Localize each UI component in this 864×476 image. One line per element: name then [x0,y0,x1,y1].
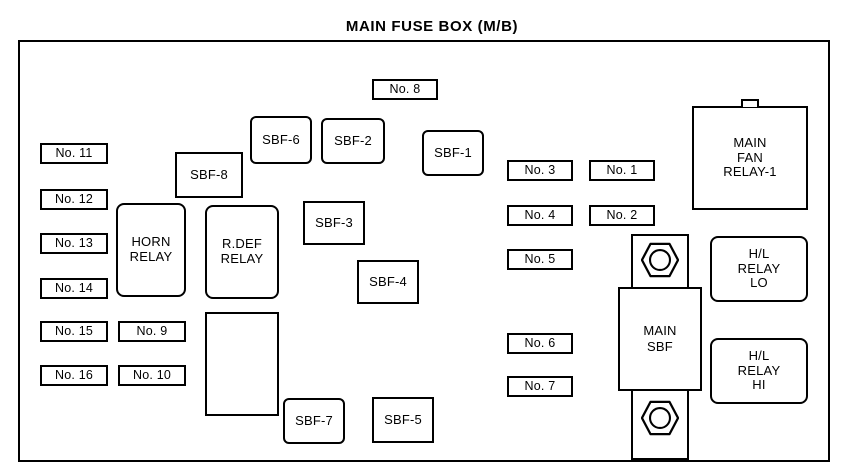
main-fan-relay-tab [741,99,759,107]
main-sbf-terminal-nut-bottom [640,399,680,437]
fuse-plate-no-8[interactable]: No. 8 [372,79,438,100]
fuse-plate-no-2[interactable]: No. 2 [589,205,655,226]
fuse-plate-no-9[interactable]: No. 9 [118,321,186,342]
fuse-plate-no-13[interactable]: No. 13 [40,233,108,254]
fuse-plate-no-10[interactable]: No. 10 [118,365,186,386]
fuse-plate-no-4[interactable]: No. 4 [507,205,573,226]
sbf-block-sbf-7[interactable]: SBF-7 [283,398,345,444]
relay-r-def-relay[interactable]: R.DEF RELAY [205,205,279,299]
sbf-block-sbf-5[interactable]: SBF-5 [372,397,434,443]
sbf-block-sbf-6[interactable]: SBF-6 [250,116,312,164]
sbf-block-sbf-2[interactable]: SBF-2 [321,118,385,164]
fuse-plate-no-11[interactable]: No. 11 [40,143,108,164]
fuse-plate-no-16[interactable]: No. 16 [40,365,108,386]
sbf-block-sbf-1[interactable]: SBF-1 [422,130,484,176]
sbf-block-sbf-4[interactable]: SBF-4 [357,260,419,304]
fuse-plate-no-1[interactable]: No. 1 [589,160,655,181]
relay-main-fan-relay-1[interactable]: MAIN FAN RELAY-1 [692,106,808,210]
page-title: MAIN FUSE BOX (M/B) [345,18,519,35]
fuse-plate-no-5[interactable]: No. 5 [507,249,573,270]
sbf-block-sbf-8[interactable]: SBF-8 [175,152,243,198]
relay-horn-relay[interactable]: HORN RELAY [116,203,186,297]
empty-relay-socket-1[interactable] [205,312,279,416]
fuse-plate-no-15[interactable]: No. 15 [40,321,108,342]
relay-h-l-relay-hi[interactable]: H/L RELAY HI [710,338,808,404]
fuse-plate-no-12[interactable]: No. 12 [40,189,108,210]
fuse-plate-no-7[interactable]: No. 7 [507,376,573,397]
fuse-plate-no-6[interactable]: No. 6 [507,333,573,354]
sbf-block-sbf-3[interactable]: SBF-3 [303,201,365,245]
fuse-plate-no-14[interactable]: No. 14 [40,278,108,299]
main-sbf-block[interactable]: MAIN SBF [618,287,702,391]
fuse-plate-no-3[interactable]: No. 3 [507,160,573,181]
relay-h-l-relay-lo[interactable]: H/L RELAY LO [710,236,808,302]
main-sbf-terminal-nut-top [640,241,680,279]
